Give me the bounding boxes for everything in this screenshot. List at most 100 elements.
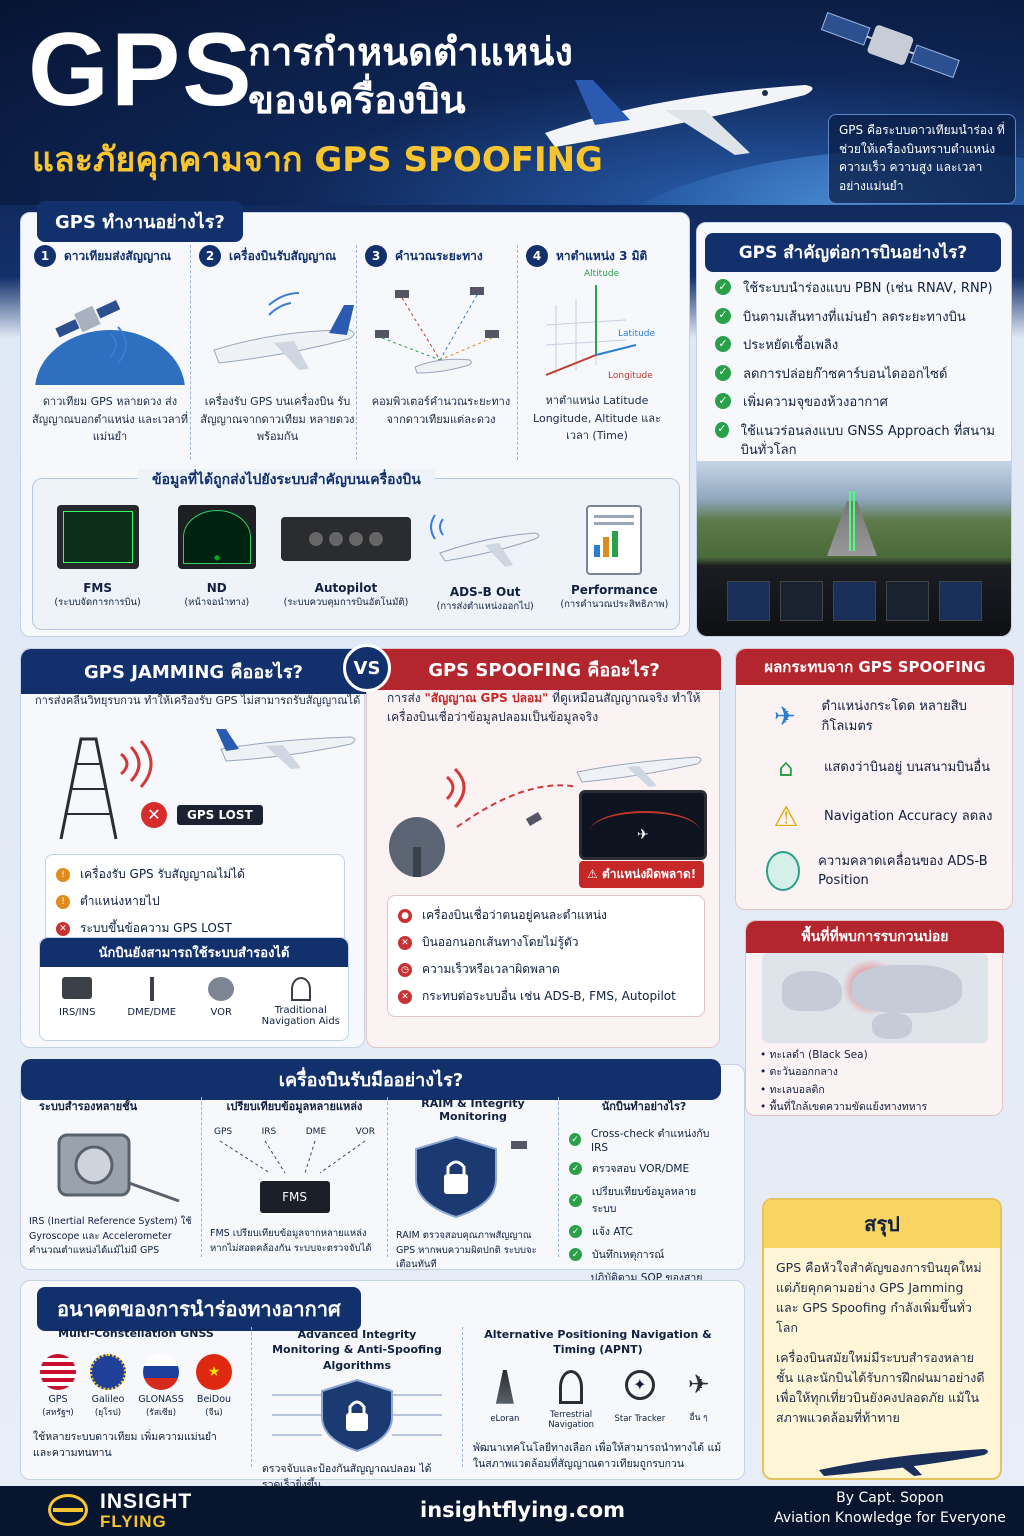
title-line-1: การกำหนดตำแหน่ง [248, 30, 573, 74]
spoofing-effects: ●เครื่องบินเชื่อว่าตนอยู่คนละตำแหน่ง ✕บิ… [387, 895, 705, 1017]
impact-item: ความคลาดเคลื่อนของ ADS-B Position [766, 851, 1006, 891]
handling-panel: เครื่องบินรับมืออย่างไร? ระบบสำรองหลายชั… [20, 1059, 745, 1301]
jamming-effect-item: !เครื่องรับ GPS รับสัญญาณไม่ได้ [56, 865, 334, 884]
step-3: 3 คำนวณระยะทาง คอมพิวเตอร์คำนวณระยะทาง จ… [357, 245, 517, 465]
cockpit-image [697, 461, 1011, 636]
navaid-icon [290, 977, 311, 1001]
jamming-desc: การส่งคลื่นวิทยุรบกวน ทำให้เครื่องรับ GP… [35, 694, 361, 707]
spoofing-effect-item: ◷ความเร็วหรือเวลาผิดพลาด [398, 960, 694, 979]
world-map-heat [762, 953, 988, 1043]
website-link[interactable]: insightflying.com [420, 1498, 626, 1522]
error-icon: ✕ [398, 935, 412, 950]
handle-col-pilot: นักบินทำอย่างไร? ✓Cross-check ตำแหน่งกับ… [559, 1097, 729, 1303]
tower-icon [495, 1369, 514, 1404]
location-pin-icon: ● [398, 908, 412, 923]
logo-text-flying: FLYING [100, 1512, 167, 1531]
future-col-gnss: Multi-Constellation GNSS GPS(สหรัฐฯ) Gal… [21, 1327, 251, 1494]
system-name: ND [206, 581, 227, 595]
summary-p2: เครื่องบินสมัยใหม่มีระบบสำรองหลายชั้น แล… [776, 1350, 985, 1425]
warning-triangle-icon: ⚠ [773, 800, 799, 833]
china-flag-icon: ★ [196, 1354, 232, 1390]
check-icon: ✓ [715, 364, 731, 381]
future-row: Multi-Constellation GNSS GPS(สหรัฐฯ) Gal… [21, 1327, 746, 1494]
area-item: • พื้นที่ใกล้เขตความขัดแย้งทางทหาร [760, 1100, 928, 1113]
location-jump-icon: ✈ [773, 701, 796, 732]
irs-unit-icon [57, 1133, 180, 1203]
spoofing-panel: GPS SPOOFING คืออะไร? การส่ง "สัญญาณ GPS… [366, 648, 721, 1048]
backup-vor: VOR [191, 977, 251, 1027]
summary-panel: สรุป GPS คือหัวใจสำคัญของการบินยุคใหม่ แ… [762, 1198, 1002, 1480]
spoofing-effect-item: ✕กระทบต่อระบบอื่น เช่น ADS-B, FMS, Autop… [398, 987, 694, 1006]
step-title: หาตำแหน่ง 3 มิติ [556, 248, 648, 263]
warning-icon: ! [56, 867, 70, 882]
summary-airplane-icon [819, 1449, 988, 1476]
fms-icon [56, 505, 139, 569]
check-icon: ✓ [569, 1248, 582, 1261]
system-name: Performance [571, 583, 658, 597]
apnt-other: ✈อื่น ๆ [679, 1370, 719, 1430]
step-title: คำนวณระยะทาง [395, 248, 483, 263]
step-number: 3 [365, 245, 387, 267]
jamming-panel: GPS JAMMING คืออะไร? การส่งคลื่นวิทยุรบก… [20, 648, 366, 1048]
eu-flag-icon [90, 1354, 126, 1390]
source-vor-label: VOR [355, 1127, 375, 1137]
future-tab: อนาคตของการนำร่องทางอากาศ [37, 1287, 361, 1331]
apnt-star-tracker: ✦Star Tracker [610, 1369, 670, 1430]
russia-flag-icon [143, 1354, 179, 1390]
systems-row: FMS (ระบบจัดการการบิน) ND (หน้าจอนำทาง) … [33, 479, 679, 614]
check-icon: ✓ [715, 421, 729, 438]
adsb-airplane-icon [430, 514, 540, 567]
constellation-galileo: Galileo(ยุโรป) [83, 1354, 133, 1419]
impact-title: ผลกระทบจาก GPS SPOOFING [736, 649, 1014, 685]
system-sub: (การคำนวณประสิทธิภาพ) [560, 599, 669, 610]
logo-text-insight: INSIGHT [100, 1490, 193, 1513]
impact-list: ✈ตำแหน่งกระโดด หลายสิบกิโลเมตร ⌂แสดงว่าบ… [766, 697, 1006, 891]
importance-item: ✓ใช้ระบบนำร่องแบบ PBN (เช่น RNAV, RNP) [715, 279, 1005, 299]
radar-icon [766, 851, 801, 891]
step-desc: ดาวเทียม GPS หลายดวง ส่งสัญญาณบอกตำแหน่ง… [32, 395, 188, 444]
longitude-label: Longitude [608, 371, 653, 381]
handle-col-compare: เปรียบเทียบข้อมูลหลายแหล่ง GPS IRS DME V… [202, 1097, 387, 1303]
logo-icon [48, 1494, 88, 1526]
backup-systems: นักบินยังสามารถใช้ระบบสำรองได้ IRS/INS D… [39, 937, 349, 1041]
step-desc: คอมพิวเตอร์คำนวณระยะทาง จากดาวเทียมแต่ละ… [371, 395, 511, 426]
importance-item: ✓ใช้แนวร่อนลงแบบ GNSS Approach ที่สนามบิ… [715, 421, 1005, 461]
gps-lost-badge: GPS LOST [177, 805, 263, 825]
importance-item: ✓ลดการปล่อยก๊าซคาร์บอนไดออกไซด์ [715, 364, 1005, 385]
system-sub: (หน้าจอนำทาง) [184, 597, 250, 608]
error-icon: ✕ [398, 989, 412, 1004]
check-icon: ✓ [715, 279, 731, 295]
warning-icon: ! [56, 894, 70, 909]
system-name: Autopilot [314, 581, 378, 595]
apnt-terrestrial: Terrestrial Navigation [541, 1369, 601, 1430]
systems-panel: ข้อมูลที่ได้ถูกส่งไปยังระบบสำคัญบนเครื่อ… [32, 469, 680, 630]
impact-item: ⚠Navigation Accuracy ลดลง [766, 800, 1006, 833]
nd-icon [177, 505, 256, 569]
check-icon: ✓ [715, 307, 731, 324]
satellite-icon [820, 12, 960, 79]
altitude-label: Altitude [584, 269, 620, 279]
jamming-tower-icon [59, 729, 356, 840]
source-gps-label: GPS [214, 1127, 233, 1137]
step-1: 1 ดาวเทียมส่งสัญญาณ ดาวเทียม GPS หลายดวง… [30, 245, 190, 465]
constellation-beidou: ★BeiDou(จีน) [189, 1354, 239, 1419]
pilot-action: ✓บันทึกเหตุการณ์ [569, 1246, 719, 1263]
step-2: 2 เครื่องบินรับสัญญาณ เครื่องรับ GPS บนเ… [191, 245, 356, 465]
system-name: FMS [83, 581, 112, 595]
spoofing-tab: GPS SPOOFING คืออะไร? [367, 649, 721, 690]
source-arrows-icon [219, 1140, 366, 1174]
us-flag-icon [40, 1354, 76, 1390]
footer: INSIGHT FLYING insightflying.com By Capt… [0, 1486, 1024, 1536]
system-nd: ND (หน้าจอนำทาง) [167, 505, 267, 614]
check-icon: ✓ [569, 1193, 582, 1207]
importance-item: ✓บินตามเส้นทางที่แม่นยำ ลดระยะทางบิน [715, 307, 1005, 328]
spoofing-desc: การส่ง "สัญญาณ GPS ปลอม" ที่ดูเหมือนสัญญ… [387, 691, 701, 725]
future-col-apnt: Alternative Positioning Navigation & Tim… [473, 1328, 722, 1471]
clipboard-icon [586, 505, 643, 575]
impact-panel: ผลกระทบจาก GPS SPOOFING ✈ตำแหน่งกระโดด ห… [735, 648, 1014, 910]
backup-title: นักบินยังสามารถใช้ระบบสำรองได้ [40, 938, 348, 967]
importance-item: ✓เพิ่มความจุของห้วงอากาศ [715, 393, 1005, 413]
airplane-icon: ✈ [687, 1369, 710, 1400]
satellite-earth-icon [35, 300, 185, 450]
step-number: 2 [199, 245, 221, 267]
